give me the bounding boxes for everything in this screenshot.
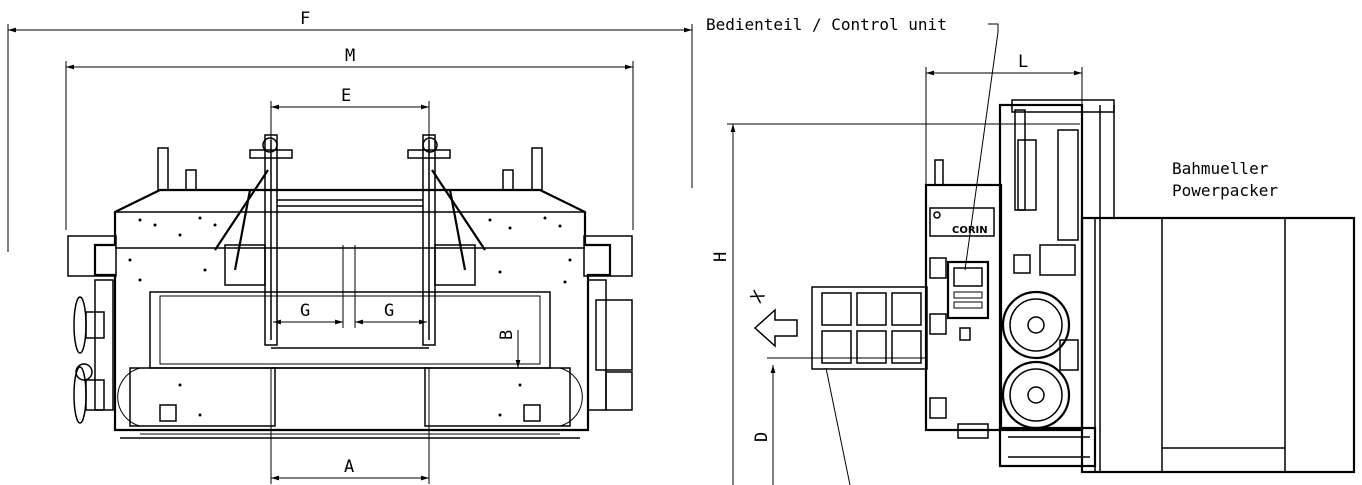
dimension-L: L: [925, 52, 1083, 190]
dimension-G-left-label: G: [300, 301, 310, 321]
dimension-F-label: F: [300, 9, 310, 29]
right-swing-arm: [407, 134, 486, 346]
bolt-holes: [128, 216, 572, 417]
dimension-G-right: G: [355, 301, 427, 325]
machine-frame: [93, 188, 612, 432]
dimension-A-label: A: [344, 457, 354, 477]
product-stack: [811, 286, 928, 485]
powerpacker: Bahmueller Powerpacker: [1080, 105, 1356, 474]
dimension-G-right-label: G: [384, 301, 394, 321]
dimension-H-label: H: [711, 252, 731, 262]
dimension-E-label: E: [341, 86, 351, 106]
dimension-M: M: [65, 46, 634, 230]
left-swing-arm: [214, 134, 293, 346]
dimension-B-label: B: [497, 330, 517, 340]
direction-X-label: X: [747, 287, 770, 307]
dimension-A: A: [270, 368, 430, 484]
control-unit-label: Bedienteil / Control unit: [706, 15, 947, 34]
machine-side-body: CORIN: [924, 159, 1003, 439]
powerpacker-label-line1: Bahmueller: [1172, 159, 1269, 178]
dimension-M-label: M: [345, 46, 355, 66]
dimension-F: F: [7, 9, 693, 252]
side-view: Bedienteil / Control unit L H D X: [706, 15, 1356, 485]
dimension-L-label: L: [1018, 52, 1028, 72]
left-side-motors: [73, 296, 105, 424]
dimension-E: E: [270, 86, 430, 145]
dimension-D-label: D: [752, 432, 772, 442]
powerpacker-label-line2: Powerpacker: [1172, 181, 1278, 200]
dimension-D: D: [752, 357, 925, 485]
direction-X: X: [747, 287, 798, 348]
brand-logo: CORIN: [952, 225, 988, 236]
dimension-B: B: [440, 330, 525, 369]
right-side-motors: [595, 299, 633, 411]
roll-section: [998, 99, 1115, 468]
dimension-G-left: G: [273, 301, 343, 325]
dimension-H: H: [711, 123, 1080, 485]
control-unit-leader: [964, 23, 999, 271]
direction-arrow-icon: [753, 308, 798, 348]
control-unit-panel: [946, 260, 990, 320]
front-view: F M E: [7, 9, 693, 484]
